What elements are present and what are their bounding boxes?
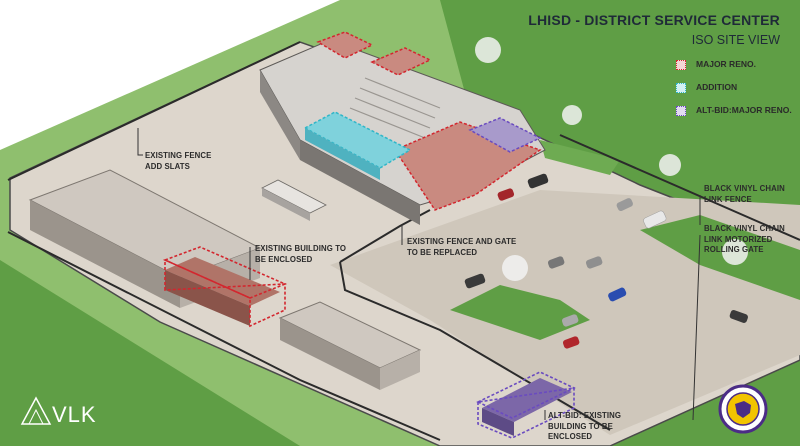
- vlk-logo-text: VLK: [52, 402, 97, 427]
- existing-building-lower: [278, 301, 422, 390]
- addition-zone: [303, 111, 412, 180]
- callout-leaders: [137, 128, 701, 421]
- callout-fence-gate: EXISTING FENCE AND GATE TO BE REPLACED: [407, 237, 517, 257]
- legend-swatch-addition: [676, 83, 686, 93]
- legend-swatch-major-reno: [676, 60, 686, 70]
- trailer: [261, 179, 327, 221]
- building-to-be-enclosed: [162, 246, 288, 328]
- legend-label: ADDITION: [696, 82, 738, 92]
- alt-bid-building: [476, 371, 576, 439]
- legend-label: ALT-BID:MAJOR RENO.: [696, 105, 792, 115]
- legend-label: MAJOR RENO.: [696, 59, 756, 69]
- legend-item-major-reno: MAJOR RENO.: [676, 58, 796, 76]
- liberty-hill-seal-icon: [718, 384, 768, 434]
- vlk-logo: [20, 396, 52, 425]
- page-title: LHISD - DISTRICT SERVICE CENTER: [528, 12, 780, 28]
- callout-fence-slats: EXISTING FENCE ADD SLATS: [145, 151, 212, 171]
- callout-vinyl-fence: BLACK VINYL CHAIN LINK FENCE: [704, 184, 785, 204]
- page-subtitle: ISO SITE VIEW: [691, 33, 780, 47]
- trees: [475, 37, 748, 281]
- callout-alt-bid: ALT-BID: EXISTING BUILDING TO BE ENCLOSE…: [548, 411, 622, 441]
- grass-islands: [450, 140, 800, 340]
- vehicles: [464, 173, 748, 349]
- legend-item-alt-bid: ALT-BID:MAJOR RENO.: [676, 104, 796, 122]
- alt-bid-major-reno-zone: [468, 117, 542, 153]
- legend-swatch-alt-bid: [676, 106, 686, 116]
- fence-lines: [7, 41, 800, 441]
- legend-item-addition: ADDITION: [676, 81, 796, 99]
- legend: MAJOR RENO. ADDITION ALT-BID:MAJOR RENO.: [676, 58, 796, 127]
- callout-building-enclosed: EXISTING BUILDING TO BE ENCLOSED: [255, 244, 347, 264]
- callout-rolling-gate: BLACK VINYL CHAIN LINK MOTORIZED ROLLING…: [704, 224, 785, 254]
